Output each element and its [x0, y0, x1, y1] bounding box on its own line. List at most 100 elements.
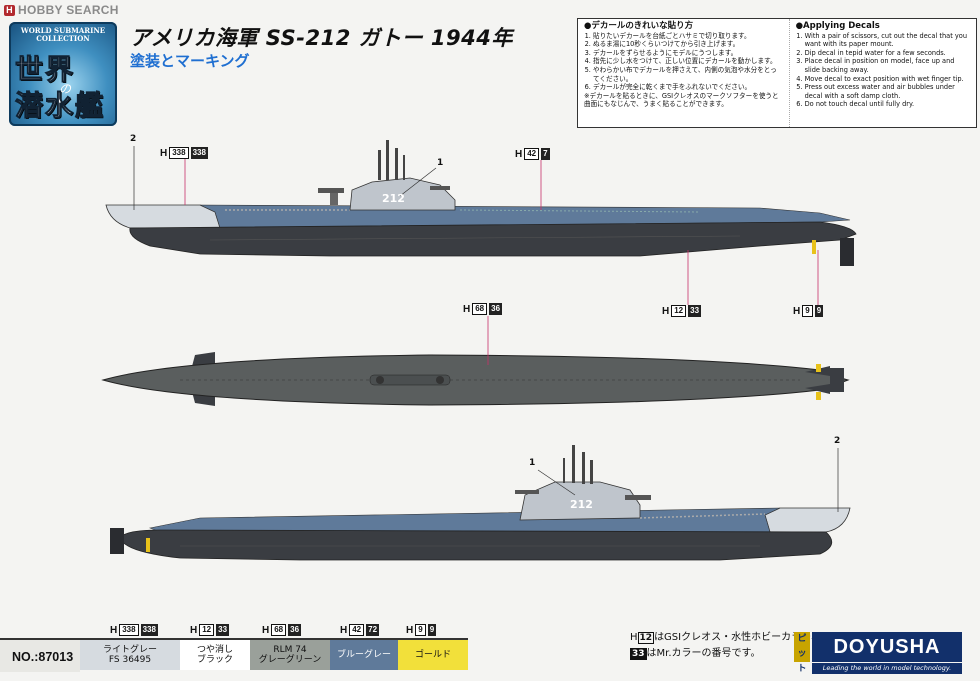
brand-tagline: Leading the world in model technology.	[812, 663, 962, 674]
footnote-text-2: はMr.カラーの番号です。	[646, 648, 761, 659]
en-step: Do not touch decal until fully dry.	[805, 100, 970, 109]
callout-2-bottom: 2	[834, 436, 841, 446]
ja-step: やわらかい布でデカールを押さえて、内側の気泡や水分をとってください。	[593, 66, 783, 83]
ref-code-a: 68	[472, 303, 488, 315]
watermark-icon: H	[4, 4, 15, 16]
instructions-en-steps: With a pair of scissors, cut out the dec…	[796, 32, 970, 109]
page-title: アメリカ海軍 SS-212 ガトー 1944年	[130, 26, 513, 50]
ref-code-a: 42	[524, 148, 540, 160]
legend-code-b: 36	[288, 624, 302, 636]
en-step: Place decal in position on model, face u…	[805, 57, 970, 74]
legend-swatch-gold: ゴールド	[398, 638, 468, 670]
ja-step: デカールをずらせるようにモデルにうつします。	[593, 49, 783, 58]
logo-series-text: WORLD SUBMARINE COLLECTION	[20, 26, 106, 43]
watermark: H HOBBY SEARCH	[4, 3, 119, 17]
ref-h: H	[463, 303, 471, 315]
brand-logo: ピット DOYUSHA Leading the world in model t…	[794, 632, 972, 676]
legend-code-a: 68	[271, 624, 287, 636]
ref-h: H	[160, 147, 168, 159]
color-ref-upper: H 42 7	[515, 148, 550, 160]
ja-step: 貼りたいデカールを台紙ごとハサミで切り取ります。	[593, 32, 783, 41]
legend-code-1: H 338 338	[110, 624, 158, 636]
instructions-en-heading: ●Applying Decals	[795, 21, 880, 31]
en-step: Press out excess water and air bubbles u…	[805, 83, 970, 100]
logo-line2: 潜水艦	[15, 89, 106, 123]
decal-instructions: ●デカールのきれいな貼り方 貼りたいデカールを台紙ごとハサミで切り取ります。 ぬ…	[577, 18, 977, 128]
legend-swatch-flat-black: つや消し ブラック	[180, 638, 250, 670]
callout-1-bottom: 1	[529, 458, 536, 468]
legend-label-2: ブラック	[196, 655, 233, 665]
legend-label: ライトグレー	[102, 645, 157, 655]
legend-h: H	[406, 624, 414, 636]
logo-line1: 世界	[15, 53, 76, 87]
legend-code-a: 338	[119, 624, 139, 636]
plan-view	[101, 352, 850, 406]
legend-code-a: 12	[199, 624, 215, 636]
legend-h: H	[190, 624, 198, 636]
page-subtitle: 塗装とマーキング	[130, 52, 250, 70]
ref-code-a: 338	[169, 147, 189, 159]
legend-label: ブルーグレー	[336, 650, 391, 660]
footnote-code-2: 33	[630, 648, 647, 660]
callout-1-top: 1	[437, 158, 444, 168]
legend-code-2: H 12 33	[190, 624, 230, 636]
legend-label: ゴールド	[414, 650, 451, 660]
ja-step: ぬるま湯に10秒くらいつけてから引き上げます。	[593, 40, 783, 49]
legend-h: H	[340, 624, 348, 636]
legend-swatch-gray-green: RLM 74 グレーグリーン	[250, 638, 330, 670]
legend-code-5: H 9 9	[406, 624, 437, 636]
footnote-prefix: H	[630, 632, 638, 643]
color-ref-hull: H 12 33	[662, 305, 702, 317]
legend-code-b: 9	[427, 624, 437, 636]
legend-label: RLM 74	[273, 645, 307, 655]
ja-step: 指先に少し水をつけて、正しい位置にデカールを動かします。	[593, 57, 783, 66]
legend-code-b: 33	[216, 624, 230, 636]
instructions-ja-heading: ●デカールのきれいな貼り方	[584, 21, 694, 31]
brand-mark: ピット	[794, 632, 810, 674]
ref-code-b: 33	[688, 305, 702, 317]
series-logo: WORLD SUBMARINE COLLECTION 世界 の 潜水艦	[9, 22, 117, 126]
legend-label-2: グレーグリーン	[258, 655, 322, 665]
color-ref-deck: H 68 36	[463, 303, 503, 315]
product-number: NO.:87013	[0, 638, 80, 672]
ja-step: デカールが完全に乾くまで手をふれないでください。	[593, 83, 783, 92]
en-step: With a pair of scissors, cut out the dec…	[805, 32, 970, 49]
legend-code-a: 9	[415, 624, 426, 636]
color-ref-prop: H 9 9	[793, 305, 824, 317]
instructions-japanese: ●デカールのきれいな貼り方 貼りたいデカールを台紙ごとハサミで切り取ります。 ぬ…	[578, 19, 790, 127]
instructions-english: ●Applying Decals With a pair of scissors…	[790, 19, 976, 127]
legend-code-b: 72	[366, 624, 380, 636]
legend-h: H	[110, 624, 118, 636]
leader-lines	[184, 158, 819, 365]
legend-code-b: 338	[140, 624, 158, 636]
ref-code-b: 36	[489, 303, 503, 315]
watermark-text: HOBBY SEARCH	[18, 3, 119, 17]
logo-connector: の	[59, 82, 72, 96]
ref-code-b: 9	[814, 305, 824, 317]
instructions-ja-note: ※デカールを貼るときに、GSIクレオスのマークソフターを使うと曲面にもなじんで、…	[584, 91, 779, 109]
ref-h: H	[793, 305, 801, 317]
legend-swatch-light-gray: ライトグレー FS 36495	[80, 638, 180, 670]
legend-label-2: FS 36495	[108, 655, 152, 665]
footnote-code-1: 12	[637, 632, 655, 644]
brand-name: DOYUSHA	[812, 632, 962, 662]
legend-swatch-blue-gray: ブルーグレー	[330, 638, 398, 670]
legend-h: H	[262, 624, 270, 636]
legend-code-3: H 68 36	[262, 624, 302, 636]
ref-code-a: 9	[802, 305, 813, 317]
ref-h: H	[515, 148, 523, 160]
ref-h: H	[662, 305, 670, 317]
legend-code-4: H 42 72	[340, 624, 380, 636]
callout-lines	[133, 146, 839, 512]
profile-bottom	[110, 445, 851, 561]
instructions-ja-steps: 貼りたいデカールを台紙ごとハサミで切り取ります。 ぬるま湯に10秒くらいつけてか…	[584, 32, 783, 92]
legend-code-a: 42	[349, 624, 365, 636]
hull-number-top: 212	[382, 192, 405, 205]
color-ref-bow: H 338 338	[160, 147, 208, 159]
footnote-text-1: はGSIクレオス・水性ホビーカラー、	[654, 632, 822, 643]
ref-code-b: 7	[541, 148, 550, 160]
hull-number-bottom: 212	[570, 498, 593, 511]
profile-top	[105, 140, 857, 266]
